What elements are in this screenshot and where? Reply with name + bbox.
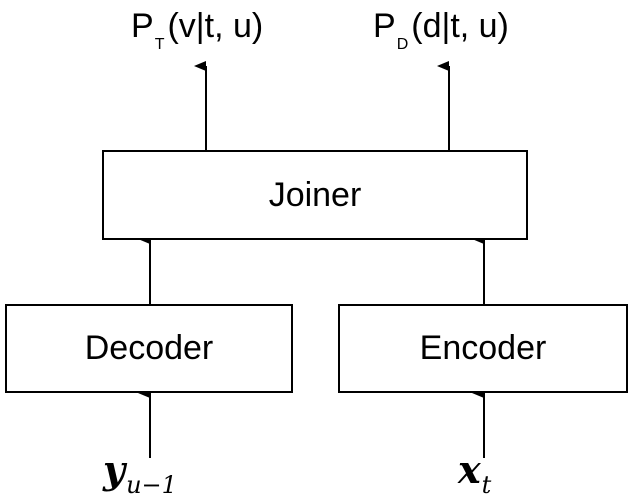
output-label-pt: PT(v|t, u)	[131, 6, 263, 53]
input-label-y: yu−1	[103, 447, 177, 500]
input-x-main: x	[458, 447, 481, 492]
decoder-label: Decoder	[84, 329, 214, 367]
output-pt-sub: T	[154, 36, 165, 53]
joiner-label: Joiner	[268, 175, 362, 214]
decoder-box: Decoder	[5, 304, 293, 393]
encoder-box: Encoder	[338, 304, 628, 393]
input-y-main: y	[103, 447, 126, 492]
joiner-box: Joiner	[102, 150, 528, 240]
input-x-sub: t	[481, 471, 492, 499]
output-pd-rest: (d|t, u)	[411, 7, 509, 45]
encoder-label: Encoder	[419, 329, 547, 367]
output-pt-main: P	[131, 7, 154, 45]
output-pd-sub: D	[396, 36, 409, 53]
input-y-sub: u−1	[126, 471, 177, 499]
output-pd-main: P	[373, 7, 396, 45]
output-pt-rest: (v|t, u)	[167, 7, 264, 45]
input-label-x: xt	[458, 447, 492, 500]
output-label-pd: PD(d|t, u)	[373, 6, 509, 53]
